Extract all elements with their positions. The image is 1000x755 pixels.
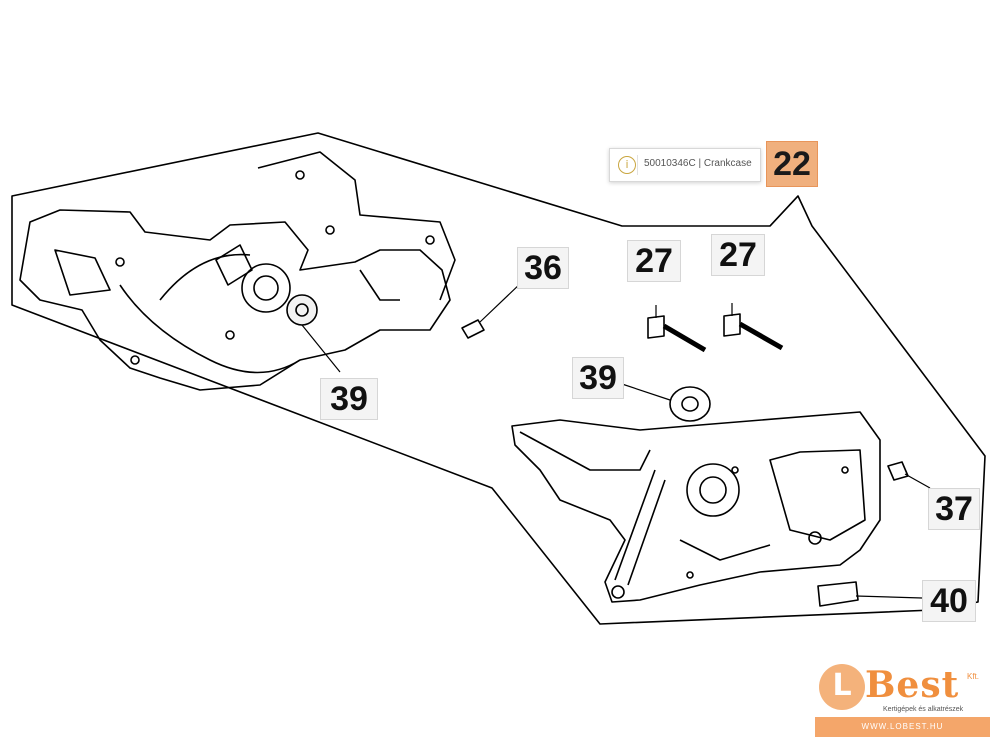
callout-39-right[interactable]: 39 xyxy=(572,357,624,399)
group-outline xyxy=(11,132,986,625)
logo-suffix: Kft. xyxy=(967,672,980,681)
callout-37[interactable]: 37 xyxy=(928,488,980,530)
part-tooltip: i 50010346C | Crankcase xyxy=(609,148,761,182)
info-icon: i xyxy=(618,156,636,174)
bolt-part-27-b xyxy=(723,303,784,351)
callout-40[interactable]: 40 xyxy=(922,580,976,622)
callout-39-left[interactable]: 39 xyxy=(320,378,378,420)
logo-tagline: Kertigépek és alkatrészek xyxy=(883,706,964,713)
leader-line-22 xyxy=(769,195,799,227)
logo-mark: L xyxy=(819,664,865,710)
bolt-part-27-a xyxy=(647,305,707,353)
logo-brand: Best xyxy=(865,664,960,706)
dowel-part-37 xyxy=(887,461,931,489)
right-crankcase-half xyxy=(511,411,881,603)
bearing-part-39-right xyxy=(621,383,711,422)
pin-part-36 xyxy=(461,281,523,339)
lobest-logo: L Best Kft. Kertigépek és alkatrészek WW… xyxy=(815,660,993,742)
leader-line-39-left xyxy=(301,324,341,373)
logo-url: WWW.LOBEST.HU xyxy=(861,722,944,731)
left-crankcase-half xyxy=(19,151,456,391)
callout-27-right[interactable]: 27 xyxy=(711,234,765,276)
gasket-part-40 xyxy=(817,581,923,607)
callout-27-left[interactable]: 27 xyxy=(627,240,681,282)
tooltip-divider xyxy=(637,155,638,175)
callout-36[interactable]: 36 xyxy=(517,247,569,289)
tooltip-text: 50010346C | Crankcase xyxy=(644,158,752,169)
logo-bar xyxy=(815,717,990,737)
callout-22-highlighted[interactable]: 22 xyxy=(766,141,818,187)
